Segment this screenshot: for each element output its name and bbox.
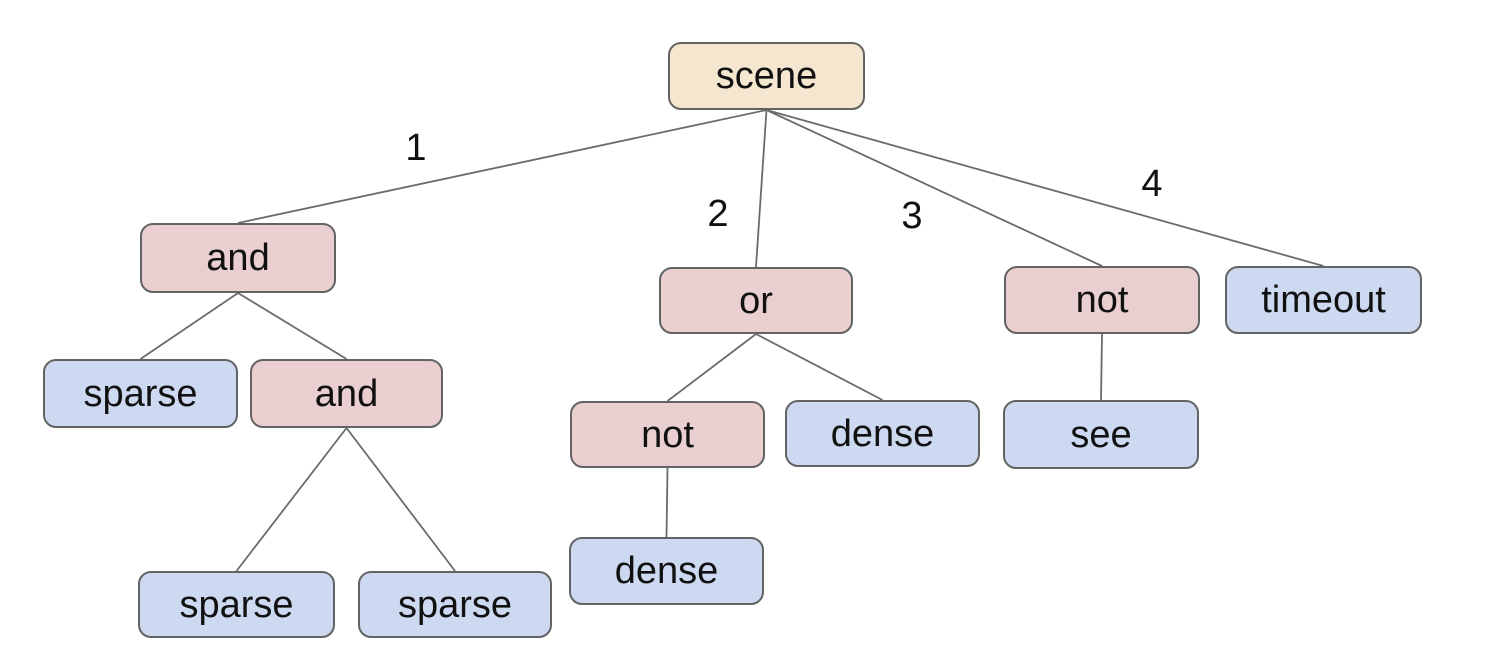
edge-label-1: 1 [405,127,427,169]
edge-label-3: 3 [901,195,923,237]
node-sparse-1: sparse [43,359,238,428]
node-label: not [1075,279,1129,321]
edge-and-1-and-2 [237,292,347,360]
node-label: sparse [179,583,294,626]
node-dense-1: dense [785,400,980,467]
edge-or-1-dense-1 [755,333,883,401]
node-and-1: and [140,223,336,293]
edge-and-2-sparse-2 [235,427,348,572]
node-label: and [314,372,379,415]
node-dense-2: dense [569,537,764,605]
node-label: sparse [83,372,198,415]
node-scene: scene [668,42,865,110]
node-and-2: and [250,359,443,428]
edge-scene-not-1 [766,109,1103,267]
node-label: sparse [397,583,513,626]
node-see: see [1003,400,1199,469]
edge-not-2-dense-2 [665,467,669,538]
edge-scene-timeout [766,109,1324,267]
node-timeout: timeout [1225,266,1422,334]
node-label: timeout [1261,279,1386,321]
node-label: dense [830,412,935,455]
edge-scene-and-1 [237,109,767,224]
node-label: dense [614,550,719,592]
node-label: see [1070,413,1132,456]
edge-scene-or-1 [755,109,768,268]
node-label: and [206,237,270,279]
node-label: not [641,413,694,456]
node-sparse-3: sparse [358,571,552,638]
node-not-2: not [570,401,765,468]
edge-label-2: 2 [707,193,729,235]
node-sparse-2: sparse [138,571,335,638]
edge-and-1-sparse-1 [139,292,239,360]
node-not-1: not [1004,266,1200,334]
node-label: or [739,279,773,322]
edge-not-1-see [1100,333,1103,401]
node-label: scene [715,55,818,97]
node-or-1: or [659,267,853,334]
edge-and-2-sparse-3 [345,427,456,572]
edge-or-1-not-2 [666,333,757,402]
edge-label-4: 4 [1141,163,1163,205]
